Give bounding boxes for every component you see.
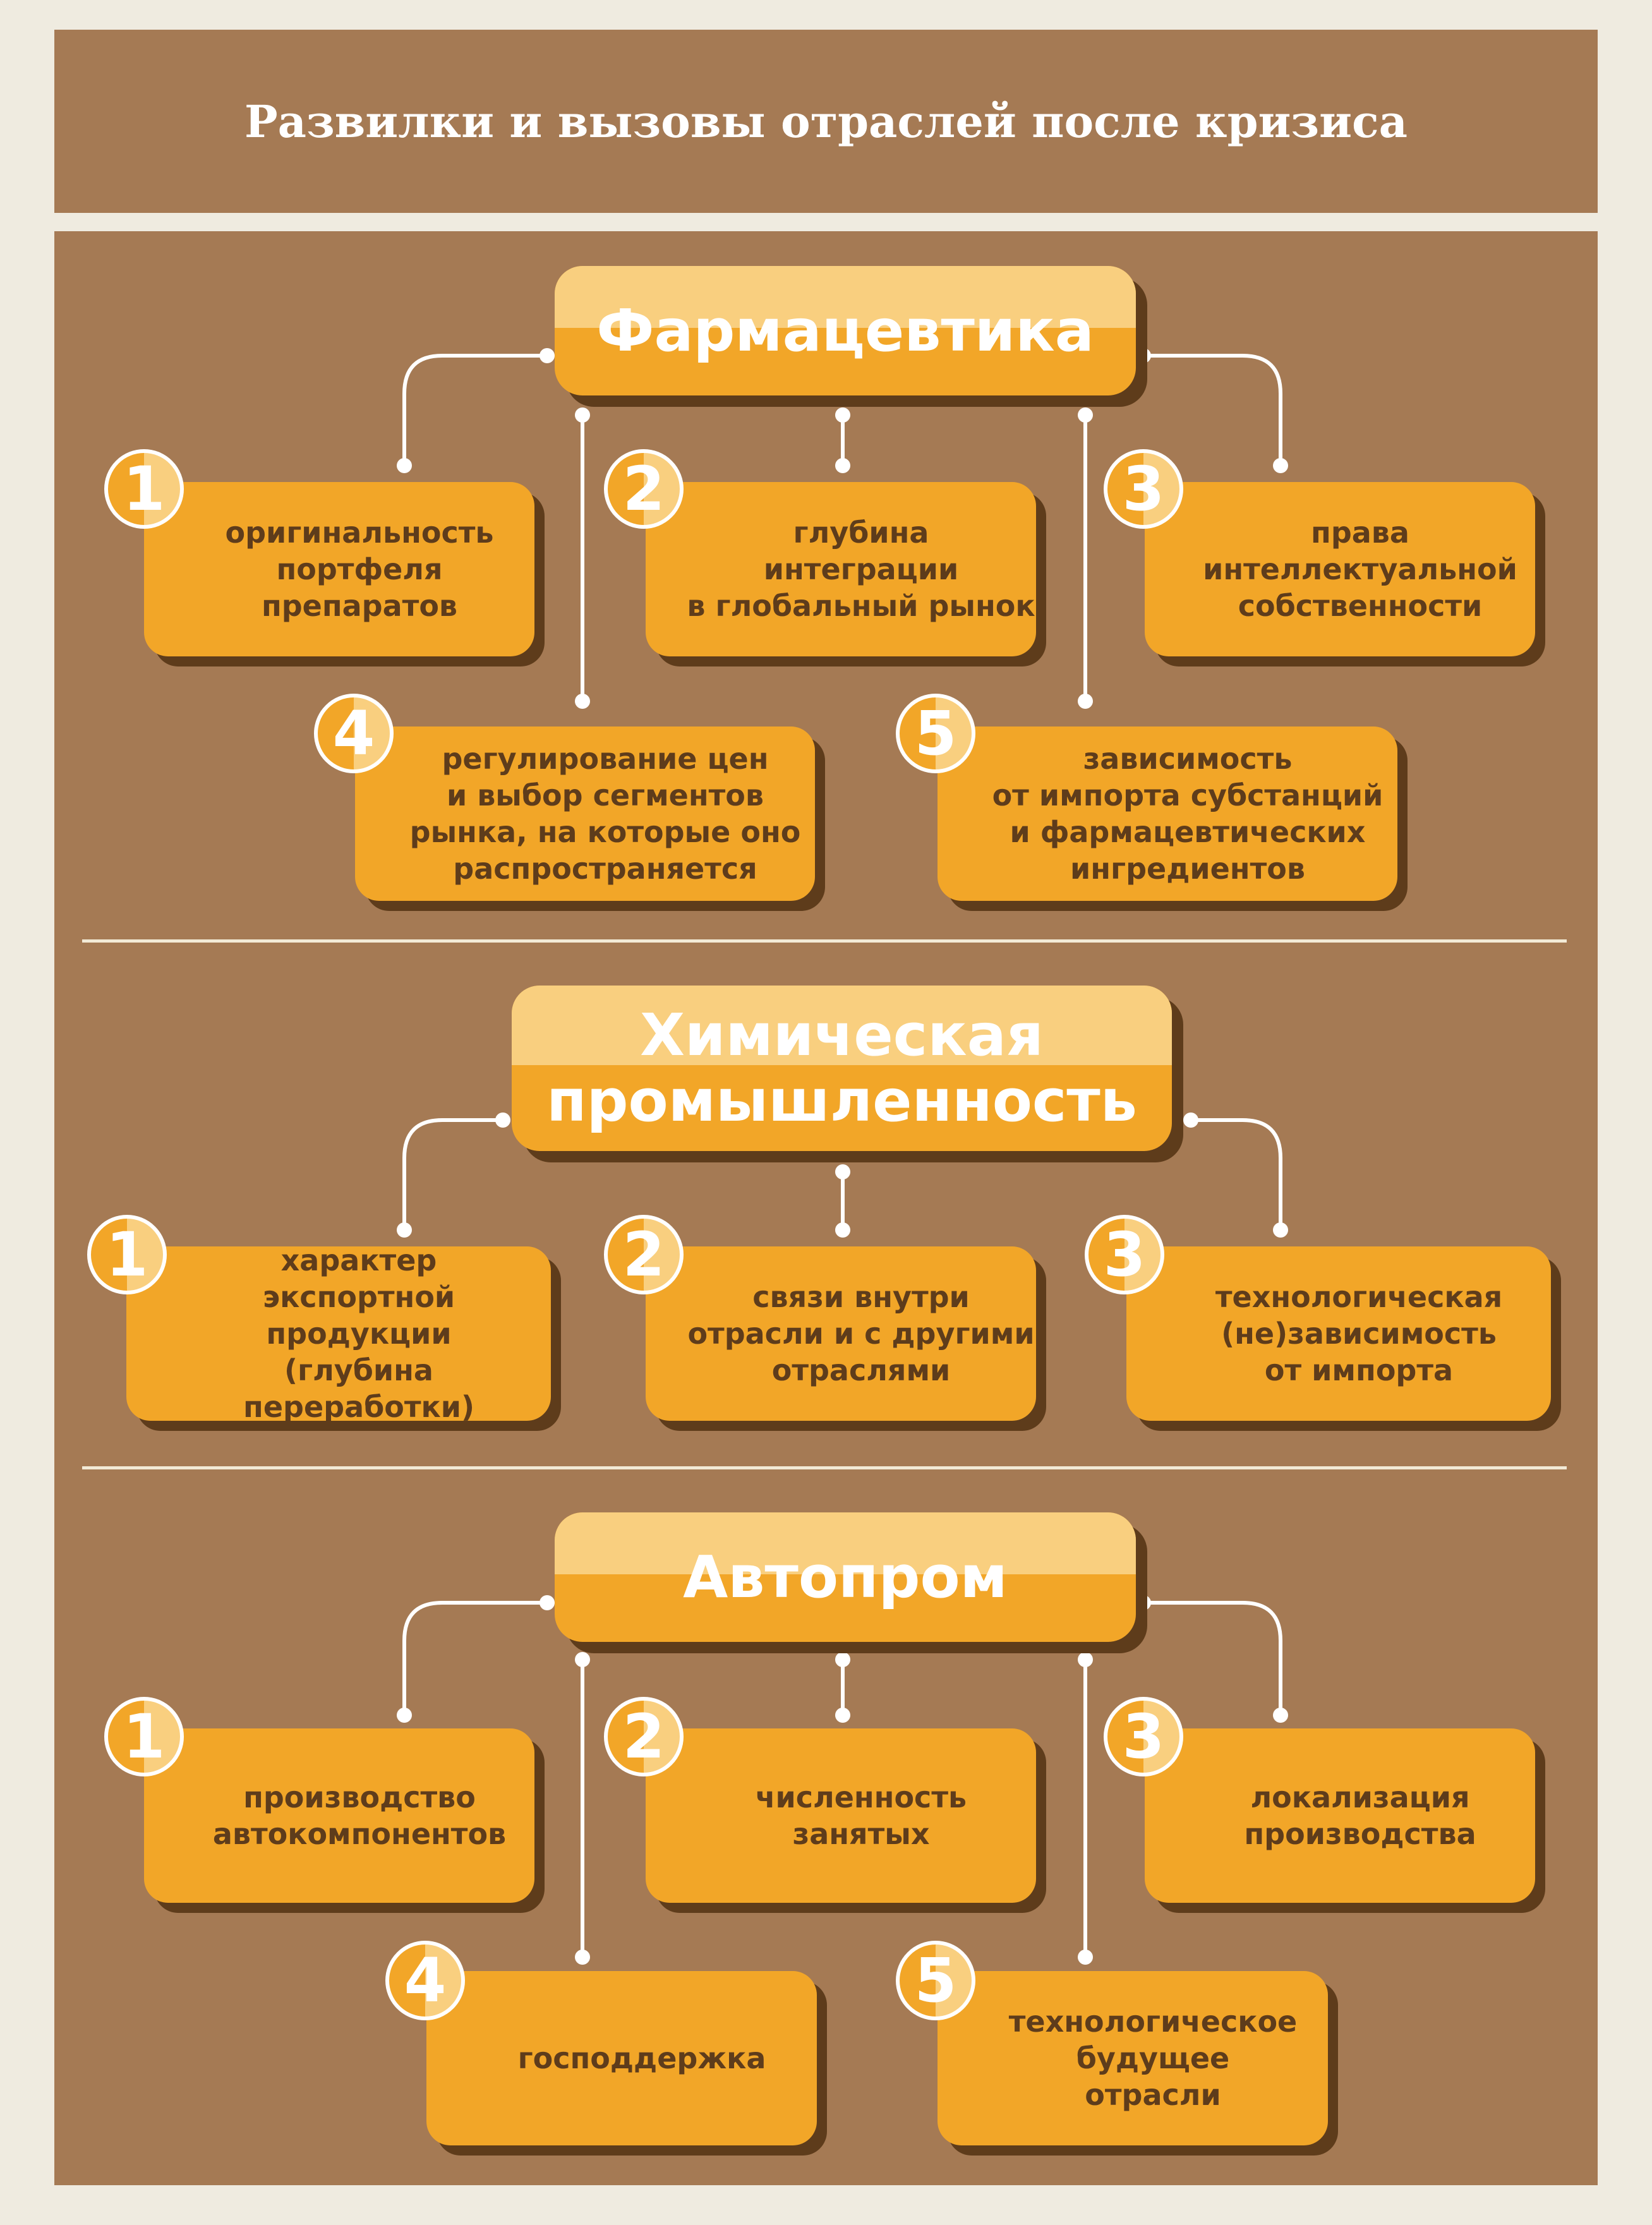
number-badge: 3 [1104, 449, 1183, 529]
number-badge: 5 [896, 1941, 975, 2020]
title-banner: Развилки и вызовы отраслей после кризиса [54, 30, 1598, 213]
pharma-item-5: зависимость от импорта субстанций и фарм… [938, 727, 1397, 901]
auto-item-1-text: производство автокомпонентов [212, 1780, 507, 1851]
auto-item-2: численность занятых [646, 1728, 1036, 1903]
pharma-item-2: глубина интеграции в глобальный рынок [646, 482, 1036, 656]
chemistry-item-1: характер экспортной продукции (глубина п… [126, 1243, 551, 1424]
pharma-item-4-text: регулирование цен и выбор сегментов рынк… [409, 742, 801, 886]
auto-item-1: производство автокомпонентов [144, 1728, 534, 1903]
pharma-item-1: оригинальность портфеля препаратов [144, 482, 534, 656]
heading-auto: Автопром [555, 1512, 1136, 1642]
auto-item-5: технологическое будущее отрасли [938, 1971, 1328, 2145]
chemistry-item-3-text: технологическая (не)зависимость от импор… [1215, 1280, 1503, 1387]
auto-item-4: господдержка [426, 1971, 817, 2145]
pharma-item-3-text: права интеллектуальной собственности [1203, 516, 1517, 623]
pharma-item-3: права интеллектуальной собственности [1145, 482, 1535, 656]
section-divider [82, 939, 1567, 943]
heading-pharma-text: Фармацевтика [596, 296, 1094, 365]
number-badge: 2 [604, 449, 684, 529]
number-badge: 4 [314, 694, 394, 773]
auto-item-4-text: господдержка [517, 2041, 766, 2075]
pharma-item-2-text: глубина интеграции в глобальный рынок [687, 516, 1035, 623]
auto-item-3-text: локализация производства [1244, 1780, 1476, 1851]
chemistry-item-3: технологическая (не)зависимость от импор… [1126, 1246, 1551, 1421]
chemistry-item-2-text: связи внутри отрасли и с другими отрасля… [687, 1280, 1035, 1387]
number-badge: 1 [87, 1215, 167, 1294]
section-divider [82, 1466, 1567, 1469]
heading-auto-text: Автопром [683, 1543, 1008, 1611]
heading-chemistry-text: Химическая промышленность [546, 1001, 1137, 1135]
number-badge: 2 [604, 1215, 684, 1294]
chemistry-item-1-text: характер экспортной продукции (глубина п… [243, 1243, 474, 1424]
number-badge: 2 [604, 1697, 684, 1776]
number-badge: 5 [896, 694, 975, 773]
page-title: Развилки и вызовы отраслей после кризиса [244, 95, 1408, 148]
auto-item-2-text: численность занятых [755, 1780, 967, 1851]
pharma-item-1-text: оригинальность портфеля препаратов [225, 516, 494, 623]
auto-item-5-text: технологическое будущее отрасли [1008, 2005, 1298, 2112]
number-badge: 3 [1104, 1697, 1183, 1776]
number-badge: 1 [104, 1697, 184, 1776]
number-badge: 3 [1085, 1215, 1164, 1294]
heading-pharma: Фармацевтика [555, 266, 1136, 395]
pharma-item-4: регулирование цен и выбор сегментов рынк… [355, 727, 815, 901]
number-badge: 4 [385, 1941, 465, 2020]
chemistry-item-2: связи внутри отрасли и с другими отрасля… [646, 1246, 1036, 1421]
pharma-item-5-text: зависимость от импорта субстанций и фарм… [992, 742, 1384, 886]
number-badge: 1 [104, 449, 184, 529]
heading-chemistry: Химическая промышленность [512, 986, 1172, 1151]
auto-item-3: локализация производства [1145, 1728, 1535, 1903]
